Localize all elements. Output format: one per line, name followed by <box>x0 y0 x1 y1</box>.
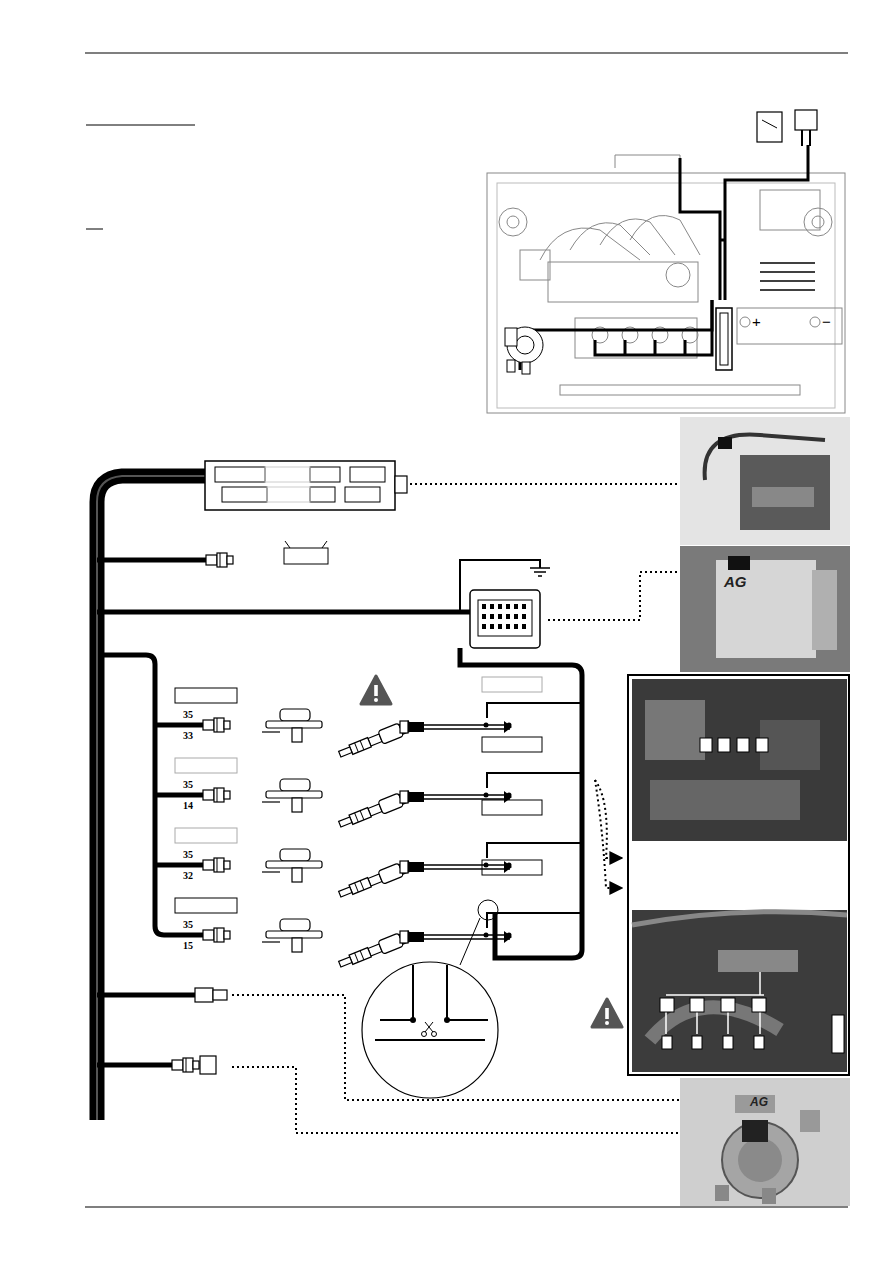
battery-terminal: − <box>822 314 831 329</box>
pin-number: 32 <box>183 871 193 881</box>
pin-number: 14 <box>183 801 193 811</box>
pin-number: 35 <box>183 710 193 720</box>
pin-number: 35 <box>183 780 193 790</box>
pin-number: 35 <box>183 920 193 930</box>
brand-mark: AG <box>750 1096 768 1108</box>
pin-number: 15 <box>183 941 193 951</box>
brand-mark: AG <box>724 574 747 589</box>
pin-number: 33 <box>183 731 193 741</box>
pin-number: 35 <box>183 850 193 860</box>
battery-terminal: + <box>752 314 761 329</box>
